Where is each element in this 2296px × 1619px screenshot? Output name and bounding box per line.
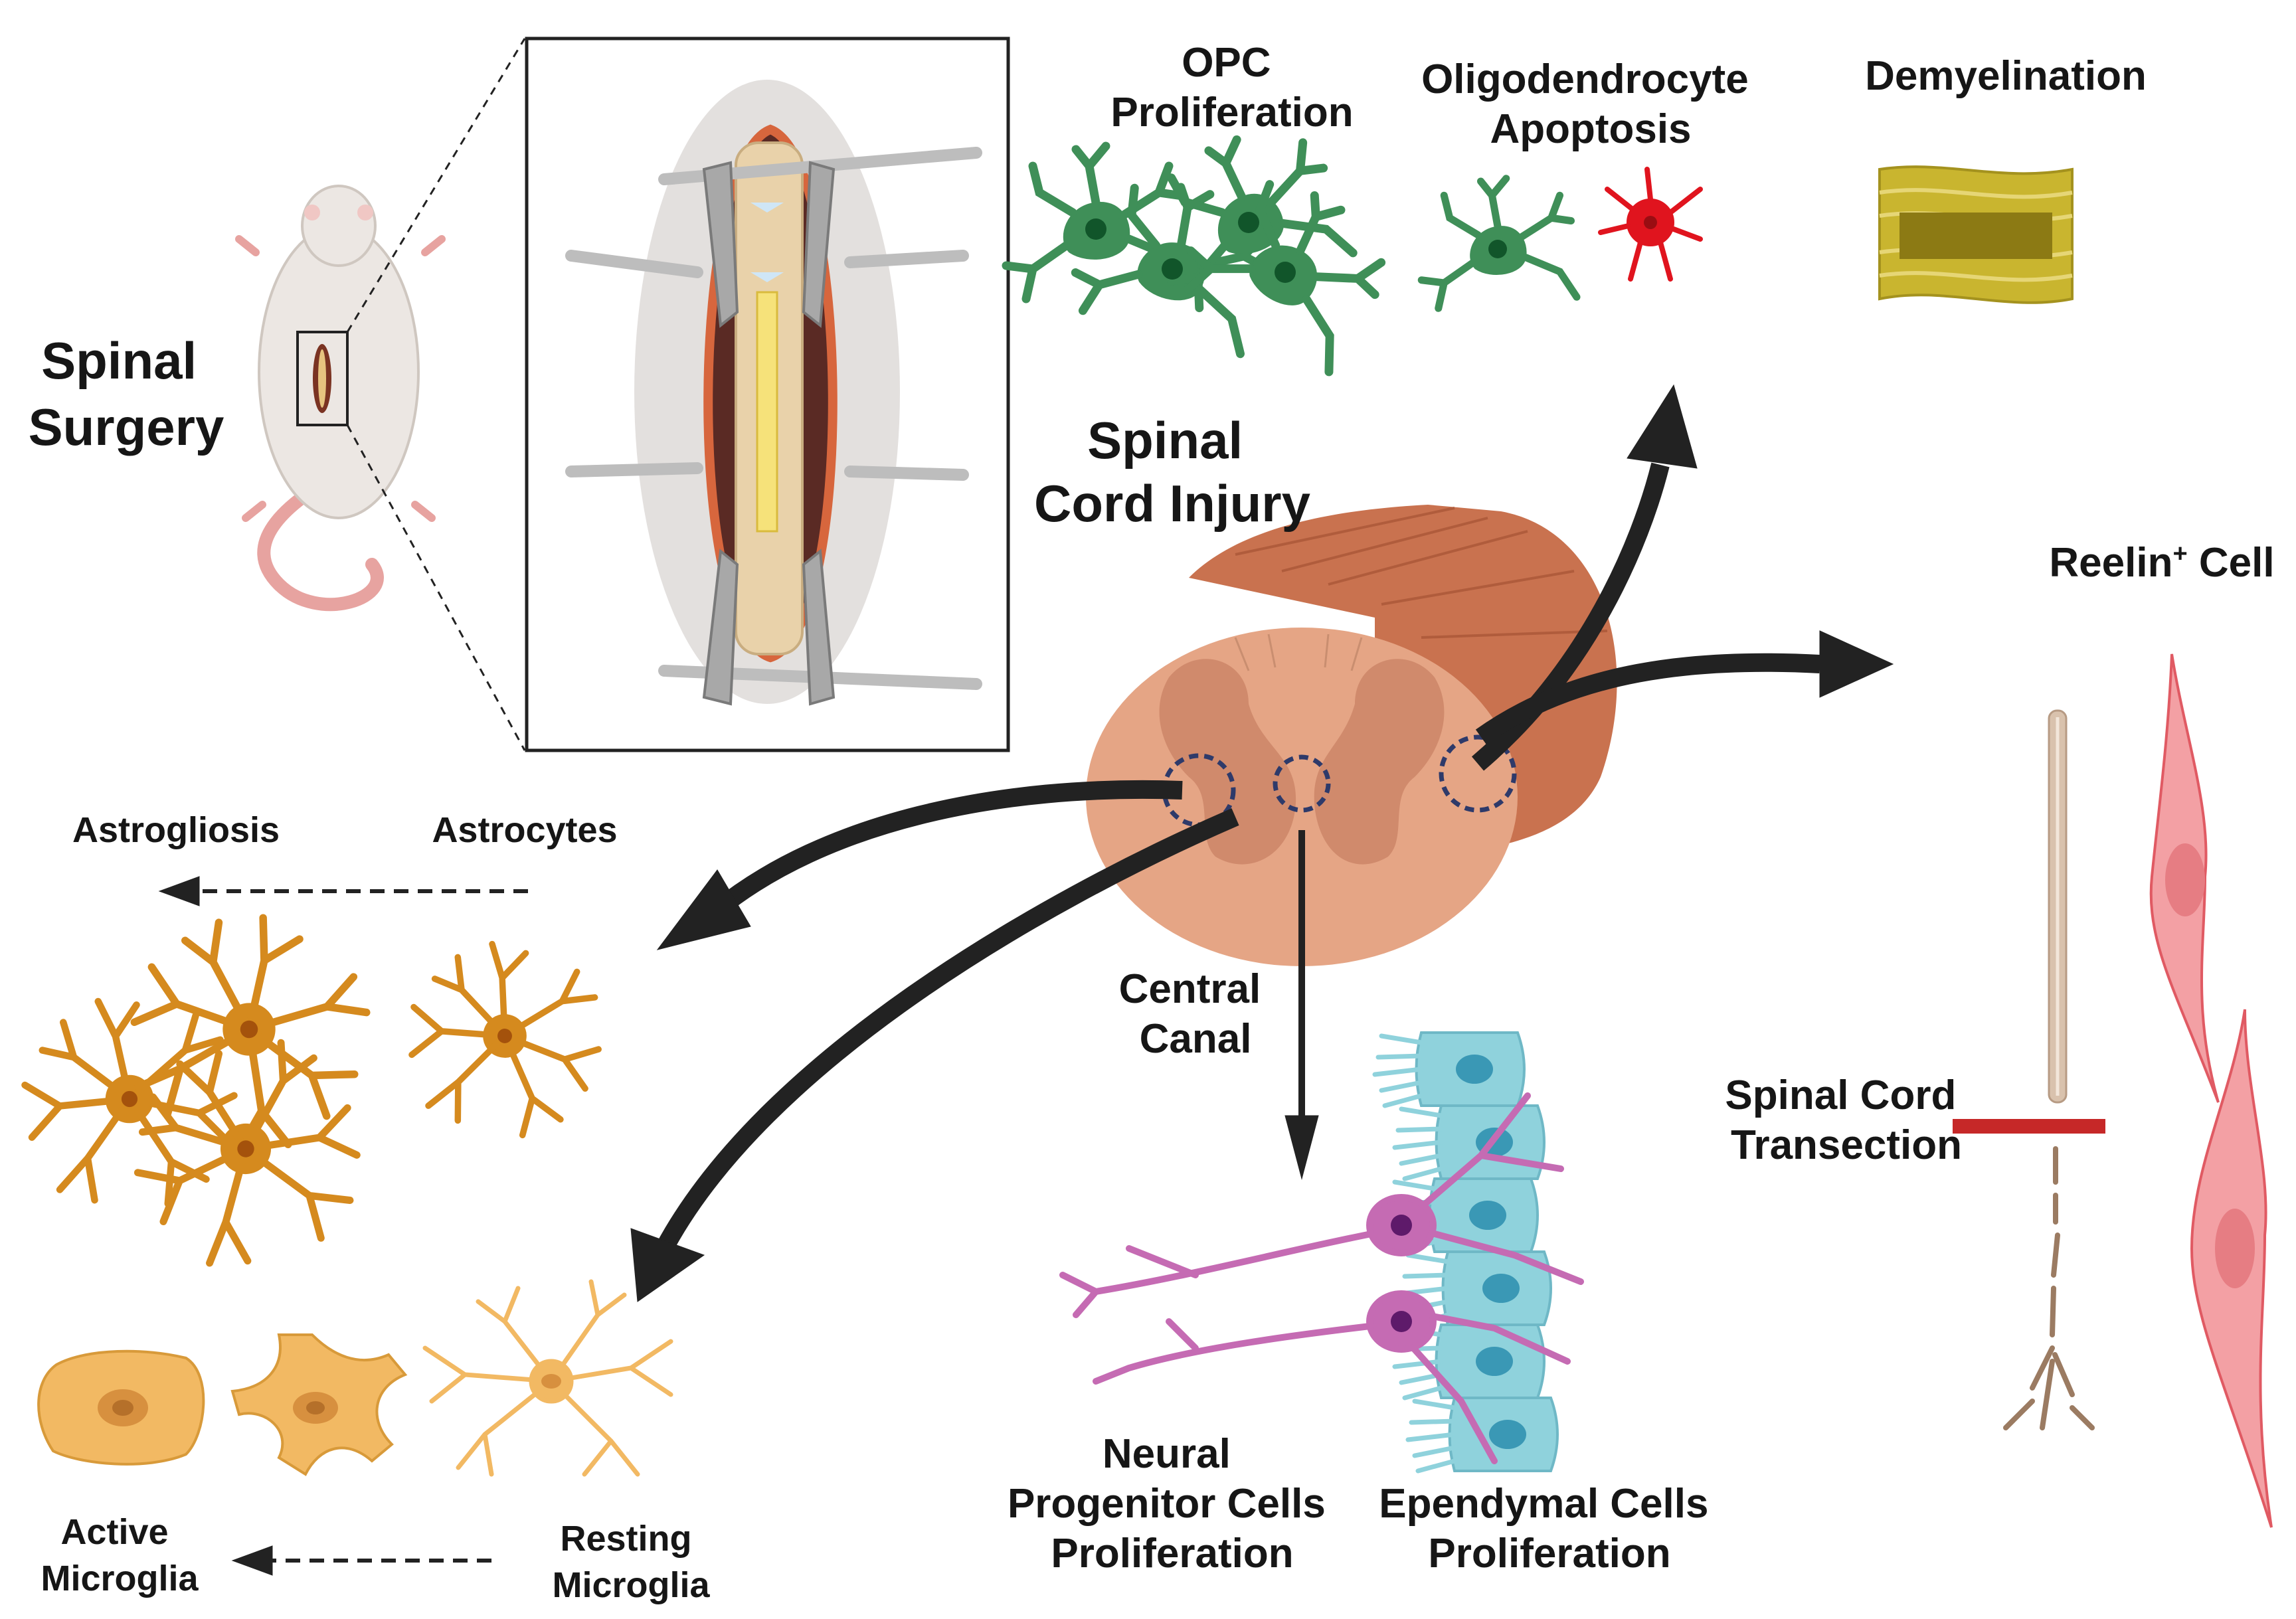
npc-label: Neural Progenitor Cells Proliferation bbox=[1008, 1431, 1337, 1576]
demyelination-label: Demyelination bbox=[1865, 53, 2147, 99]
microglia-active bbox=[37, 1333, 408, 1476]
spinal-cord-section bbox=[1086, 505, 1617, 966]
active-microglia-label: Active Microglia bbox=[41, 1512, 199, 1598]
rat-illustration bbox=[235, 185, 446, 612]
sci-title: Spinal Cord Injury bbox=[1034, 411, 1310, 533]
neural-progenitor-cells bbox=[1059, 1092, 1584, 1464]
arrows bbox=[158, 384, 1894, 1576]
reelin-axon bbox=[2003, 709, 2095, 1430]
oligodendrocyte-nucleus bbox=[1488, 240, 1507, 258]
astrocyte-resting bbox=[395, 932, 614, 1146]
opc-cells bbox=[1006, 118, 1409, 383]
transection-label: Spinal Cord Transection bbox=[1725, 1072, 1967, 1168]
central-canal-label: Central Canal bbox=[1119, 966, 1273, 1062]
resting-microglia-label: Resting Microglia bbox=[552, 1519, 710, 1605]
microglia-resting bbox=[422, 1279, 673, 1477]
astrogliosis-label: Astrogliosis bbox=[72, 810, 280, 850]
reelin-nuclei bbox=[2165, 843, 2255, 1288]
astrocytes-label: Astrocytes bbox=[432, 810, 617, 850]
zoom-lines bbox=[346, 38, 526, 751]
reelin-label: Reelin+ Cell bbox=[2049, 540, 2274, 586]
demyelination-myelin bbox=[1878, 165, 2074, 304]
ependymal-label: Ependymal Cells Proliferation bbox=[1379, 1481, 1720, 1576]
npc-nuclei bbox=[1391, 1215, 1412, 1332]
reelin-cells bbox=[2149, 653, 2273, 1528]
opc-nuclei bbox=[1085, 212, 1296, 283]
oligodendrocyte-label: Oligodendrocyte Apoptosis bbox=[1421, 56, 1760, 152]
surgery-inset bbox=[525, 37, 1010, 752]
transection-bar bbox=[1953, 1119, 2105, 1134]
spinal-surgery-label: Spinal Surgery bbox=[29, 331, 224, 456]
astrocytes-reactive bbox=[25, 884, 398, 1289]
apoptotic-cell bbox=[1598, 167, 1703, 282]
opc-label: OPC Proliferation bbox=[1110, 40, 1353, 135]
